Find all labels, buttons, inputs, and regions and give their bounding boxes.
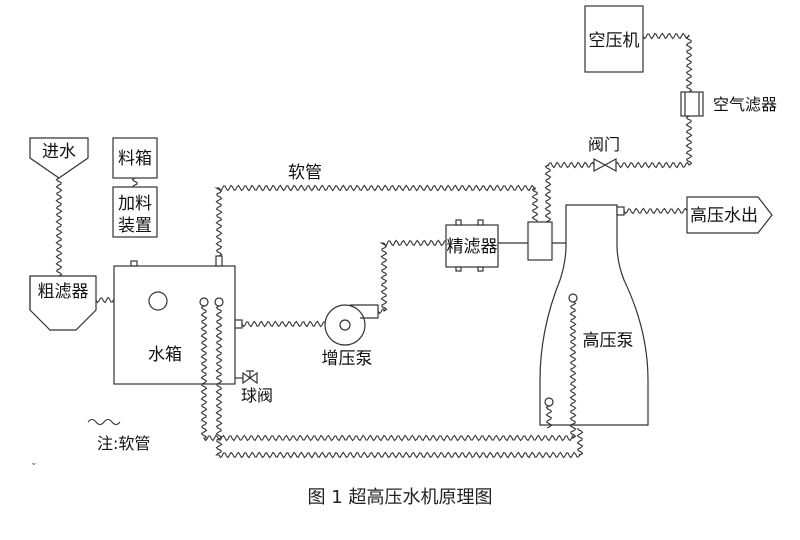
hose-inlet-to-coarse	[55, 177, 63, 277]
hose-top-tank-to-hp	[214, 184, 539, 257]
booster-pump-label: 增压泵	[322, 349, 373, 369]
water-tank: 水箱	[113, 255, 243, 385]
water-tank-label: 水箱	[148, 345, 182, 365]
material-box: 料箱	[112, 137, 158, 179]
valve-label: 阀门	[588, 135, 620, 154]
hose-material-to-dosing	[131, 177, 138, 188]
water-inlet: 进水	[29, 137, 89, 179]
hose-hp-to-out	[623, 207, 688, 215]
hose-valve-to-buffer	[544, 161, 595, 223]
fine-filter-label: 精滤器	[447, 237, 498, 257]
legend: 注:软管	[87, 418, 150, 453]
booster-pump: 增压泵	[322, 304, 379, 369]
hose-coarse-to-tank	[95, 296, 115, 304]
air-compressor: 空压机	[584, 5, 644, 73]
dosing-label-line1: 加料	[118, 194, 152, 214]
corner-mark: ⌄	[30, 458, 38, 468]
material-box-label: 料箱	[118, 149, 152, 169]
buffer-box	[527, 221, 553, 261]
hp-pump-label: 高压泵	[583, 331, 634, 351]
inlet-label: 进水	[42, 142, 76, 162]
ball-valve-label: 球阀	[241, 386, 273, 405]
hose-tank-to-booster	[241, 320, 325, 328]
air-compressor-label: 空压机	[589, 31, 640, 51]
figure-caption: 图 1 超高压水机原理图	[308, 487, 493, 508]
hose-return-inner	[200, 301, 577, 442]
hp-water-out: 高压水出	[686, 196, 773, 234]
air-filter-label: 空气滤器	[713, 95, 777, 114]
legend-hose-symbol	[87, 418, 121, 426]
hose-compressor-to-filter	[642, 32, 693, 93]
hose-return-lower	[545, 405, 553, 429]
hp-water-out-label: 高压水出	[690, 206, 758, 226]
hose-label: 软管	[288, 163, 322, 183]
hose-return-outer	[215, 305, 584, 459]
fine-filter: 精滤器	[445, 219, 499, 272]
ball-valve: 球阀	[235, 370, 273, 405]
legend-note: 注:软管	[97, 434, 150, 453]
air-filter: 空气滤器	[680, 91, 777, 117]
hose-filter-to-valve	[615, 115, 693, 169]
hoses	[55, 32, 693, 459]
hose-booster-to-fine	[377, 239, 446, 315]
coarse-filter: 粗滤器	[29, 275, 97, 331]
dosing-label-line2: 装置	[118, 216, 152, 236]
high-pressure-pump: 高压泵	[539, 204, 649, 426]
valve: 阀门	[588, 135, 620, 173]
coarse-filter-label: 粗滤器	[38, 282, 89, 302]
dosing-device: 加料 装置	[112, 186, 158, 238]
